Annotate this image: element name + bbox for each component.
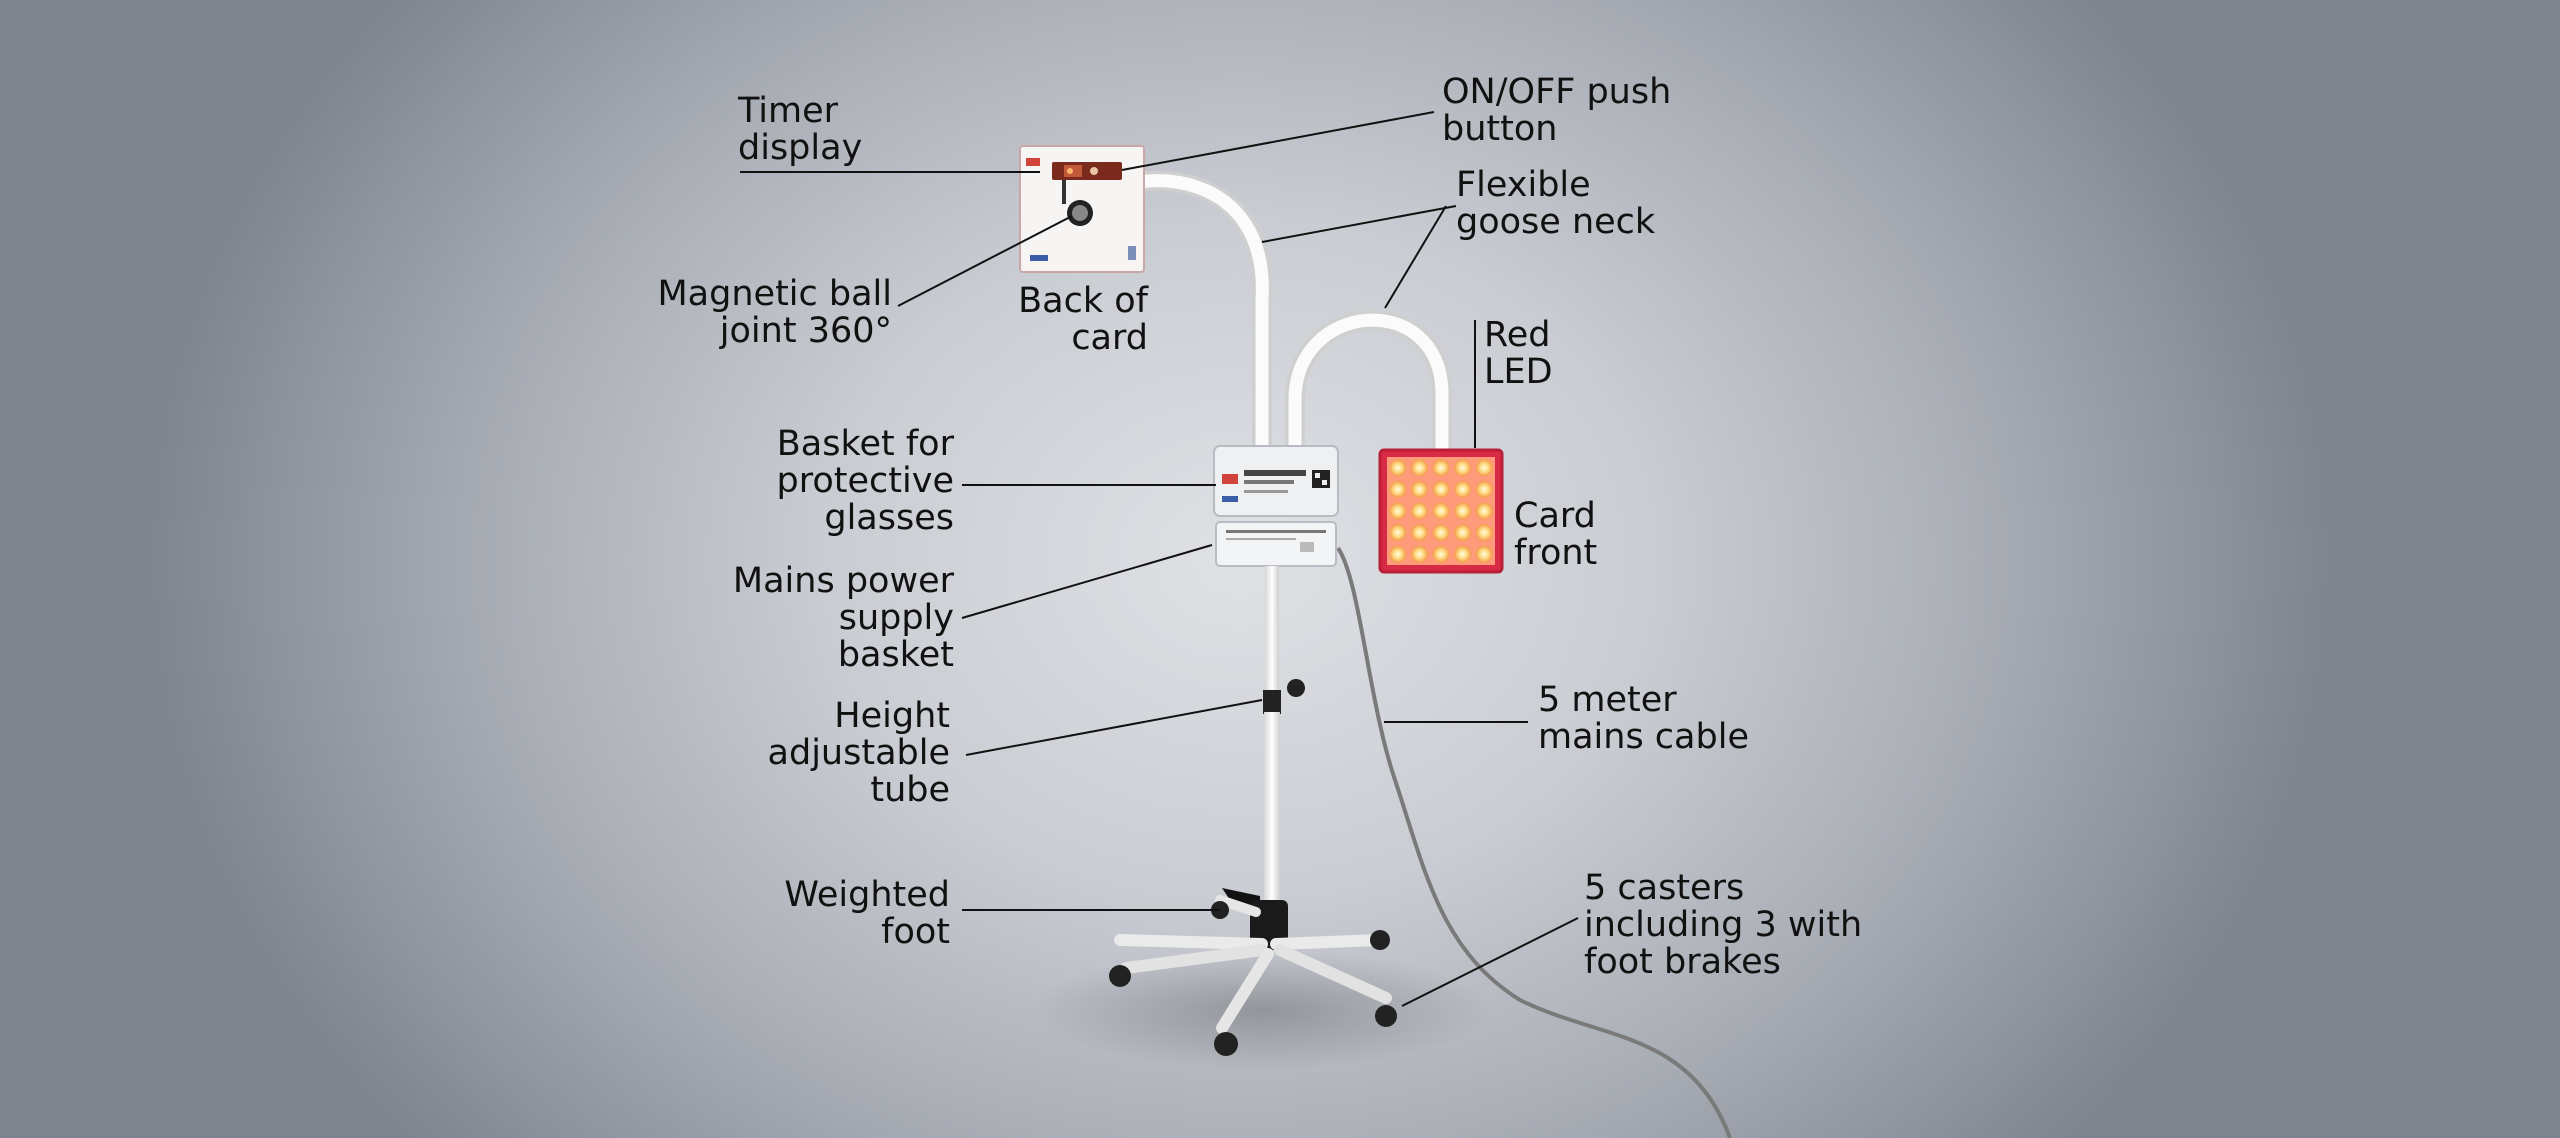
lower-tube <box>1264 712 1280 908</box>
led-dot <box>1432 459 1450 477</box>
height-knob-collar <box>1263 690 1281 714</box>
led-dot <box>1410 524 1428 542</box>
led-card-front <box>1378 448 1504 574</box>
glasses-basket <box>1213 445 1339 517</box>
card-back <box>1019 145 1145 273</box>
label-on-off-button: ON/OFF push button <box>1442 72 1672 149</box>
led-dot <box>1454 459 1472 477</box>
led-dot <box>1410 480 1428 498</box>
led-dot <box>1454 524 1472 542</box>
power-supply-basket <box>1215 521 1337 567</box>
led-dot <box>1410 459 1428 477</box>
floor-shadow <box>1032 950 1492 1070</box>
led-dot <box>1410 502 1428 520</box>
base <box>1109 888 1397 1056</box>
led-dot <box>1432 502 1450 520</box>
led-dot <box>1475 480 1493 498</box>
led-dot <box>1475 502 1493 520</box>
upper-tube <box>1265 566 1279 696</box>
label-timer-display: Timer display <box>738 91 863 168</box>
label-basket-glasses: Basket for protective glasses <box>776 424 954 538</box>
label-mains-power-basket: Mains power supply basket <box>732 561 954 675</box>
height-knob <box>1287 679 1305 697</box>
led-dot <box>1389 459 1407 477</box>
label-back-of-card: Back of card <box>1018 281 1148 358</box>
led-dot <box>1454 545 1472 563</box>
leader-lines <box>740 111 1579 1007</box>
led-dot <box>1389 524 1407 542</box>
led-dot <box>1475 524 1493 542</box>
led-dot <box>1389 545 1407 563</box>
led-dot <box>1389 502 1407 520</box>
mains-cable <box>1336 546 1732 1138</box>
label-magnetic-ball-joint: Magnetic ball joint 360° <box>657 274 892 351</box>
label-mains-cable: 5 meter mains cable <box>1538 680 1749 757</box>
timer-display-icon <box>1052 162 1122 180</box>
label-card-front: Card front <box>1514 496 1598 573</box>
label-casters: 5 casters including 3 with foot brakes <box>1584 868 1863 982</box>
led-dot <box>1475 545 1493 563</box>
led-dot <box>1475 459 1493 477</box>
label-height-tube: Height adjustable tube <box>767 696 950 810</box>
led-dot <box>1454 480 1472 498</box>
led-dot <box>1432 545 1450 563</box>
led-dot <box>1432 524 1450 542</box>
label-weighted-foot: Weighted foot <box>784 875 950 952</box>
led-dot <box>1432 480 1450 498</box>
label-red-led: Red LED <box>1484 315 1553 392</box>
led-dot <box>1410 545 1428 563</box>
label-flexible-goose-neck: Flexible goose neck <box>1456 165 1656 242</box>
led-dot <box>1454 502 1472 520</box>
led-dot <box>1389 480 1407 498</box>
